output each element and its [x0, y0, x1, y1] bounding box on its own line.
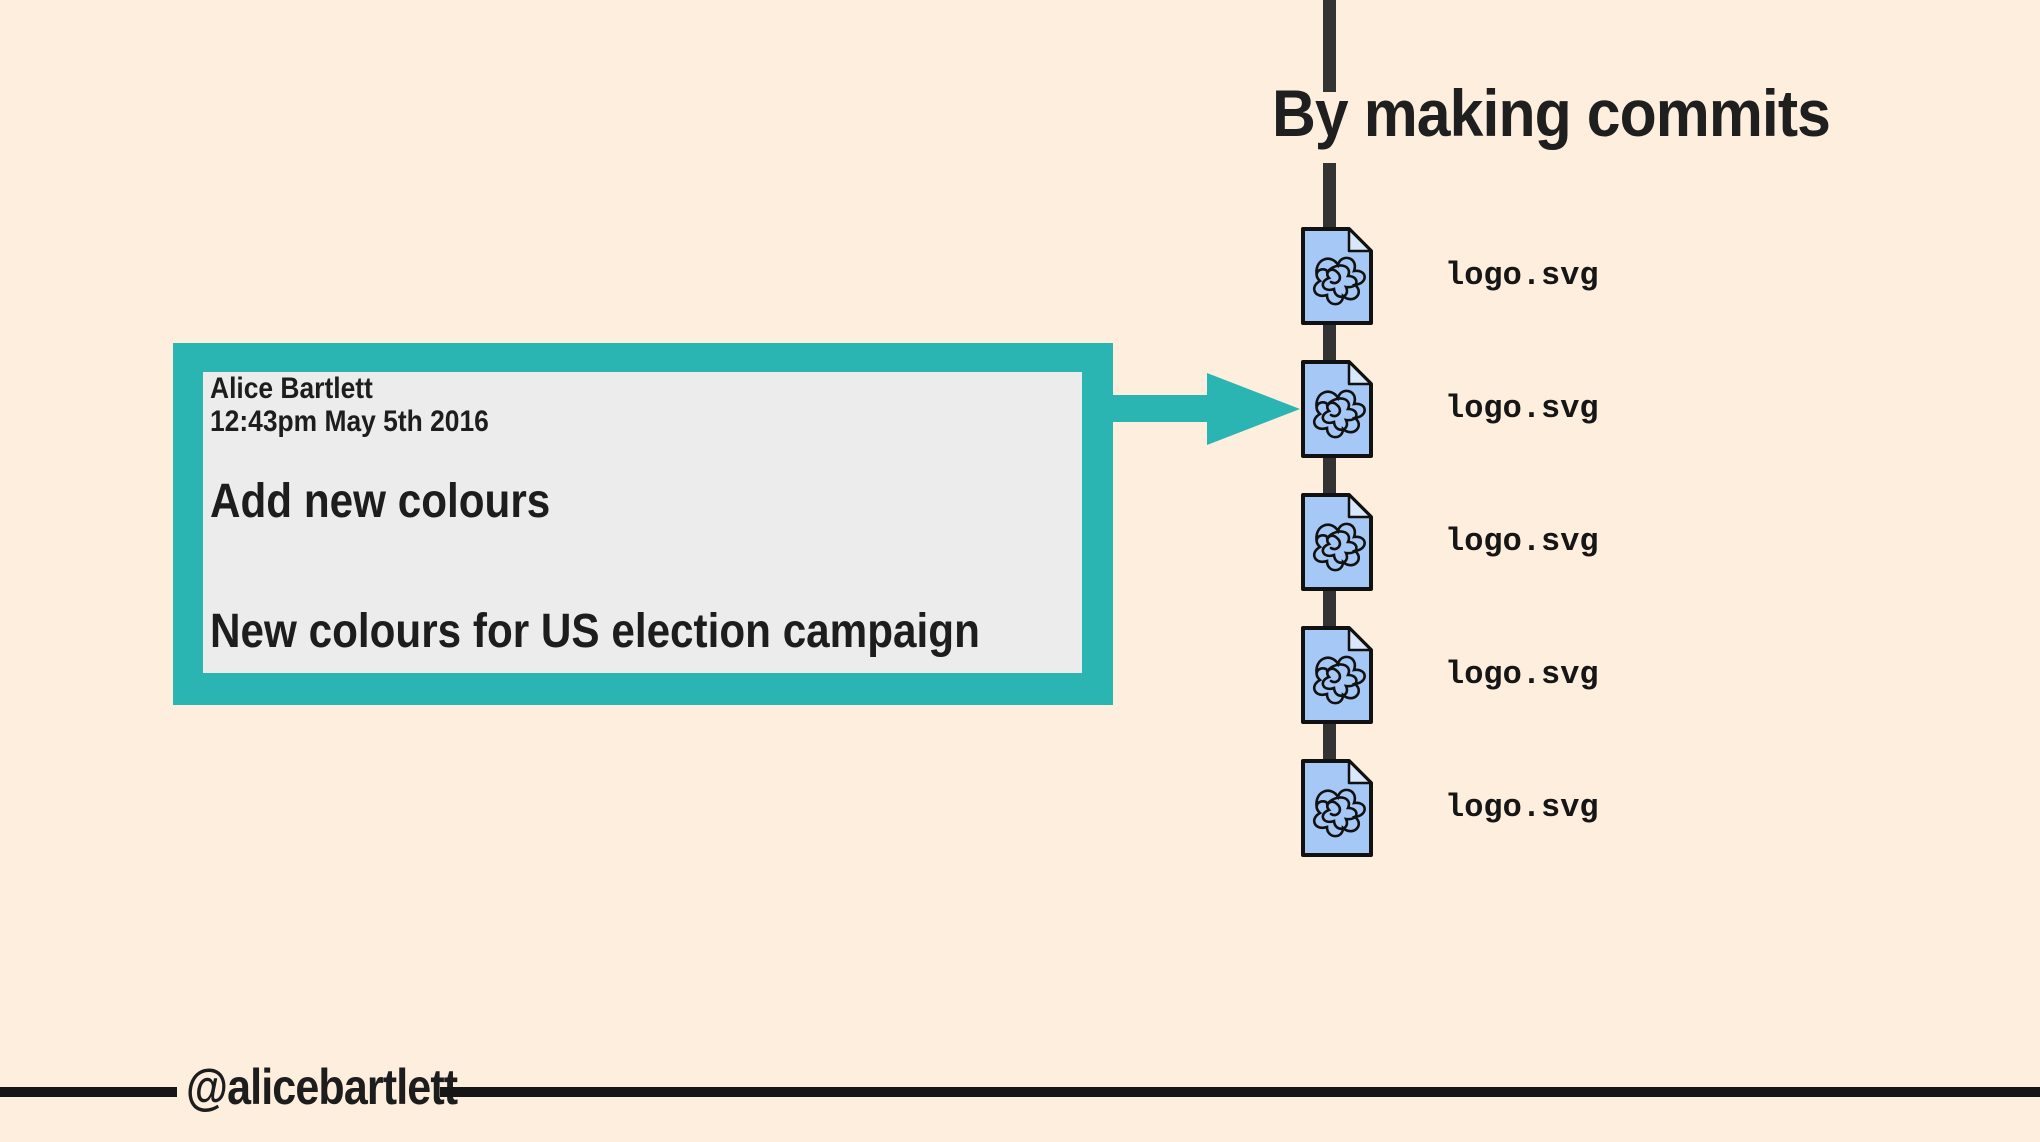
- commit-author: Alice Bartlett: [210, 372, 373, 405]
- logo-scribble-icon: [1312, 522, 1366, 572]
- file-label: logo.svg: [1445, 656, 1599, 693]
- commit-card-body: [203, 372, 1082, 673]
- logo-scribble-icon: [1312, 256, 1366, 306]
- footer-rule-left: [0, 1087, 177, 1097]
- page-fold-icon: [1347, 626, 1373, 652]
- file-icon: [1301, 227, 1373, 325]
- file-label: logo.svg: [1445, 523, 1599, 560]
- footer-rule-right: [440, 1087, 2040, 1097]
- footer-handle: @alicebartlett: [186, 1059, 458, 1115]
- logo-scribble-icon: [1312, 655, 1366, 705]
- file-icon: [1301, 759, 1373, 857]
- commit-subject: Add new colours: [210, 475, 551, 528]
- logo-scribble-icon: [1312, 788, 1366, 838]
- file-label: logo.svg: [1445, 789, 1599, 826]
- file-label: logo.svg: [1445, 257, 1599, 294]
- page-fold-icon: [1347, 493, 1373, 519]
- file-label: logo.svg: [1445, 390, 1599, 427]
- file-icon: [1301, 360, 1373, 458]
- logo-scribble-icon: [1312, 389, 1366, 439]
- commit-card: [173, 343, 1113, 705]
- file-icon: [1301, 493, 1373, 591]
- file-icon: [1301, 626, 1373, 724]
- commit-message: New colours for US election campaign: [210, 605, 980, 658]
- slide-title: By making commits: [1272, 76, 1831, 150]
- commit-timeline-line-top: [1323, 0, 1336, 92]
- commit-datetime: 12:43pm May 5th 2016: [210, 405, 489, 438]
- page-fold-icon: [1347, 360, 1373, 386]
- page-fold-icon: [1347, 759, 1373, 785]
- right-arrow-icon: [1113, 373, 1300, 445]
- page-fold-icon: [1347, 227, 1373, 253]
